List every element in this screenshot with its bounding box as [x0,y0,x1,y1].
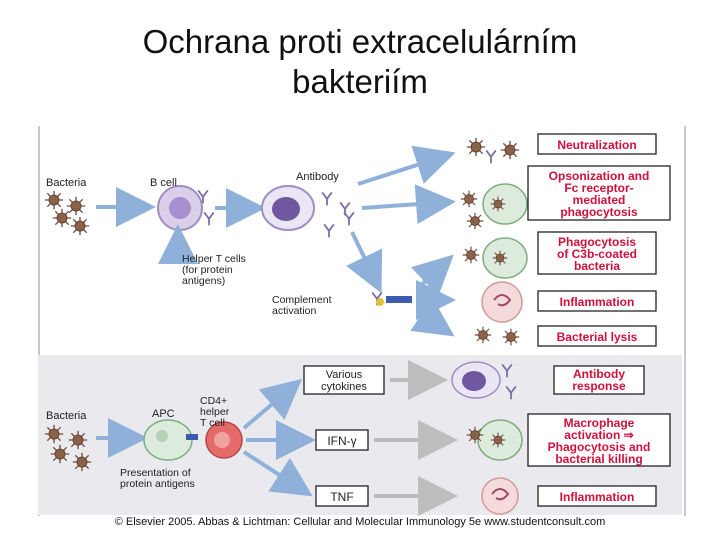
cd4-label-2: helper [200,406,230,418]
antibody-label: Antibody [296,171,339,183]
svg-text:bacteria: bacteria [574,259,620,273]
cytokines-box: Various cytokines [303,365,385,395]
presentation-label-2: protein antigens [120,478,195,490]
svg-text:Fc receptor-: Fc receptor- [564,181,633,195]
b-cell [157,185,215,231]
apc-cell [143,419,198,461]
apc-label: APC [152,408,175,420]
svg-text:Inflammation: Inflammation [560,490,635,504]
slide-title-line2: bakteriím [292,63,428,100]
lower-bacteria-label: Bacteria [46,410,87,422]
slide-title-line1: Ochrana proti extracelulárním [142,23,578,60]
outcome-box-lysis: Bacterial lysis [537,325,657,347]
lower-outcome-arrows [374,360,458,516]
svg-text:IFN-γ: IFN-γ [327,434,356,448]
outcome-box-macrophage: Macrophage activation ⇒ Phagocytosis and… [527,413,671,467]
outcome-box-opsonization: Opsonization and Fc receptor- mediated p… [527,165,671,221]
figure-credit: © Elsevier 2005. Abbas & Lichtman: Cellu… [114,516,606,528]
complement-label-1: Complement [272,294,332,306]
svg-text:Opsonization and: Opsonization and [549,169,650,183]
slide-title: Ochrana proti extracelulárním bakteriím [0,22,720,102]
complement-complex [371,291,412,306]
b-cell-label: B cell [150,177,177,189]
upper-bacteria-cluster [44,190,90,236]
svg-text:bacterial killing: bacterial killing [555,452,642,466]
secreted-antibodies [321,191,355,238]
svg-text:Macrophage: Macrophage [564,416,635,430]
svg-text:cytokines: cytokines [321,381,367,393]
svg-text:TNF: TNF [330,490,353,504]
presentation-label-1: Presentation of [120,467,191,479]
svg-text:Antibody: Antibody [573,367,625,381]
cd4-label-1: CD4+ [200,395,227,407]
outcome-box-antibody-response: Antibody response [553,365,645,395]
svg-text:activation ⇒: activation ⇒ [564,428,633,442]
outcome-box-neutralization: Neutralization [537,133,657,155]
svg-text:response: response [572,379,626,393]
lower-bacteria-cluster [44,424,92,472]
svg-text:Various: Various [326,369,363,381]
complement-label-2: activation [272,305,317,317]
upper-outcome-arrows [357,145,456,337]
plasma-cell [261,185,315,231]
svg-text:Inflammation: Inflammation [560,295,635,309]
svg-text:phagocytosis: phagocytosis [560,205,638,219]
cd4-t-cell [205,421,243,459]
outcome-box-c3b: Phagocytosis of C3b-coated bacteria [537,231,657,275]
outcome-box-inflammation-upper: Inflammation [537,290,657,312]
svg-text:Phagocytosis: Phagocytosis [558,235,636,249]
svg-text:Neutralization: Neutralization [557,138,636,152]
outcome-icons-lower [451,361,523,515]
ifn-gamma-box: IFN-γ [315,429,369,451]
helper-t-label-3: antigens) [182,275,225,287]
arrow-antibody-complement [346,231,383,294]
helper-t-label-2: (for protein [182,264,233,276]
svg-text:Bacterial lysis: Bacterial lysis [557,330,638,344]
svg-text:of C3b-coated: of C3b-coated [557,247,637,261]
t-cell-arrows [242,378,316,497]
outcome-box-inflammation-lower: Inflammation [537,485,657,507]
helper-t-label-1: Helper T cells [182,253,246,265]
tnf-box: TNF [315,485,369,507]
outcome-icons-upper [460,137,528,346]
svg-text:mediated: mediated [573,193,626,207]
bacteria-label: Bacteria [46,177,87,189]
cd4-label-3: T cell [200,417,225,429]
svg-text:Phagocytosis and: Phagocytosis and [548,440,651,454]
